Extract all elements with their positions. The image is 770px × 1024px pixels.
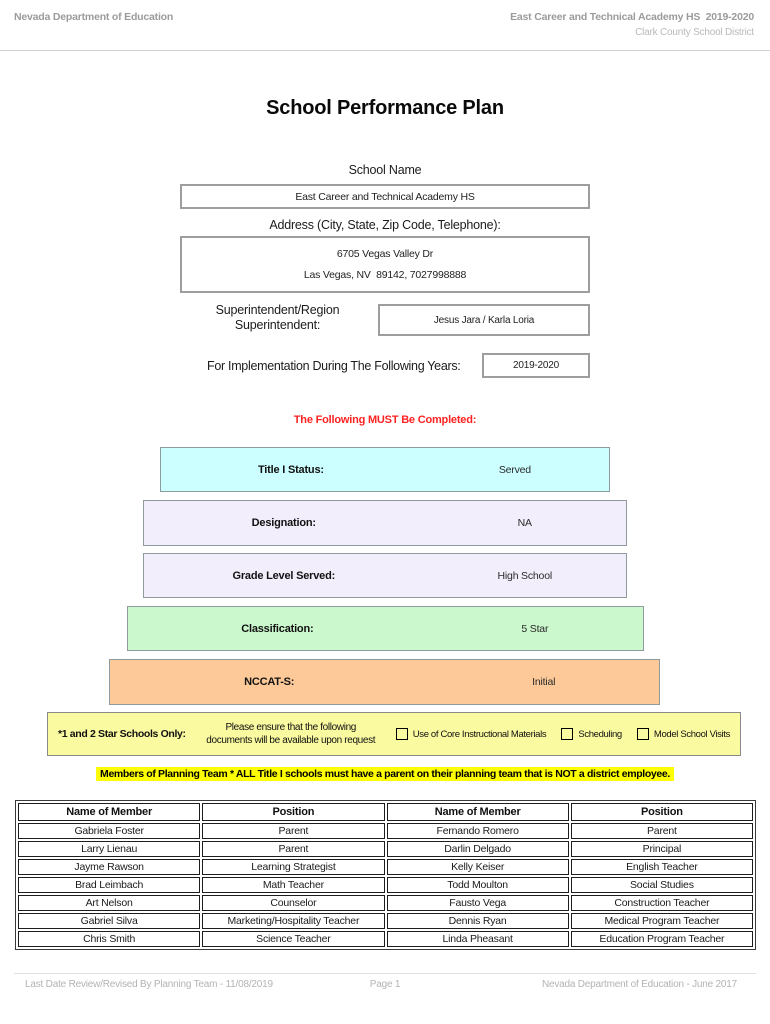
title-i-status-label: Title I Status: bbox=[257, 463, 324, 476]
address-field[interactable]: 6705 Vegas Valley Dr Las Vegas, NV 89142… bbox=[180, 236, 590, 293]
school-name-field[interactable]: East Career and Technical Academy HS bbox=[180, 184, 590, 209]
checkbox-icon[interactable] bbox=[636, 728, 649, 740]
member-name: Linda Pheasant bbox=[386, 931, 569, 947]
model-visits-checkbox-item[interactable]: Model School Visits bbox=[636, 728, 730, 740]
member-position: Parent bbox=[202, 823, 385, 839]
member-name: Jayme Rawson bbox=[18, 859, 201, 875]
classification-label: Classification: bbox=[241, 622, 314, 635]
member-name: Brad Leimbach bbox=[18, 877, 201, 893]
table-row: Chris Smith Science Teacher Linda Pheasa… bbox=[18, 931, 753, 947]
member-position: Education Program Teacher bbox=[570, 931, 753, 947]
member-name: Art Nelson bbox=[18, 895, 201, 911]
col-header-position-1: Position bbox=[202, 803, 385, 821]
nccat-s-value: Initial bbox=[532, 676, 556, 688]
table-row: Gabriel Silva Marketing/Hospitality Teac… bbox=[18, 913, 753, 929]
planning-team-table: Name of Member Position Name of Member P… bbox=[15, 800, 756, 950]
header-left-text: Nevada Department of Education bbox=[14, 11, 174, 23]
member-position: Learning Strategist bbox=[202, 859, 385, 875]
page-title: School Performance Plan bbox=[266, 97, 504, 119]
superintendent-field[interactable]: Jesus Jara / Karla Loria bbox=[378, 304, 590, 336]
member-name: Larry Lienau bbox=[18, 841, 201, 857]
superintendent-label-line1: Superintendent/Region bbox=[215, 303, 340, 317]
header-divider bbox=[0, 50, 770, 51]
member-name: Kelly Keiser bbox=[386, 859, 569, 875]
must-complete-notice: The Following MUST Be Completed: bbox=[293, 414, 477, 426]
member-name: Fausto Vega bbox=[386, 895, 569, 911]
member-name: Darlin Delgado bbox=[386, 841, 569, 857]
star-schools-note: Please ensure that the following documen… bbox=[201, 721, 381, 747]
member-name: Gabriel Silva bbox=[18, 913, 201, 929]
member-name: Gabriela Foster bbox=[18, 823, 201, 839]
model-visits-checkbox-label: Model School Visits bbox=[653, 728, 730, 740]
nccat-s-box: NCCAT-S: Initial bbox=[109, 659, 660, 705]
title-i-status-box: Title I Status: Served bbox=[160, 447, 610, 492]
member-position: Marketing/Hospitality Teacher bbox=[202, 913, 385, 929]
member-position: Science Teacher bbox=[202, 931, 385, 947]
star-schools-label: *1 and 2 Star Schools Only: bbox=[58, 728, 186, 740]
star-schools-note-line2: documents will be available upon request bbox=[206, 735, 376, 746]
address-line2: Las Vegas, NV 89142, 7027998888 bbox=[303, 269, 467, 282]
star-schools-note-line1: Please ensure that the following bbox=[225, 722, 357, 733]
grade-level-box: Grade Level Served: High School bbox=[143, 553, 627, 598]
member-name: Dennis Ryan bbox=[386, 913, 569, 929]
designation-box: Designation: NA bbox=[143, 500, 627, 546]
classification-value: 5 Star bbox=[521, 622, 549, 635]
member-position: Social Studies bbox=[570, 877, 753, 893]
planning-team-note-text: Members of Planning Team * ALL Title I s… bbox=[96, 767, 674, 781]
implementation-years-field[interactable]: 2019-2020 bbox=[482, 353, 590, 378]
classification-box: Classification: 5 Star bbox=[127, 606, 644, 651]
col-header-name-2: Name of Member bbox=[386, 803, 569, 821]
col-header-name-1: Name of Member bbox=[18, 803, 201, 821]
member-name: Chris Smith bbox=[18, 931, 201, 947]
core-materials-checkbox-item[interactable]: Use of Core Instructional Materials bbox=[395, 728, 547, 740]
member-position: Parent bbox=[202, 841, 385, 857]
table-row: Larry Lienau Parent Darlin Delgado Princ… bbox=[18, 841, 753, 857]
table-row: Jayme Rawson Learning Strategist Kelly K… bbox=[18, 859, 753, 875]
member-position: Counselor bbox=[202, 895, 385, 911]
implementation-years-value: 2019-2020 bbox=[512, 360, 560, 371]
planning-team-note: Members of Planning Team * ALL Title I s… bbox=[0, 764, 770, 782]
scheduling-checkbox-label: Scheduling bbox=[578, 728, 622, 740]
scheduling-checkbox-item[interactable]: Scheduling bbox=[561, 728, 622, 740]
member-position: English Teacher bbox=[570, 859, 753, 875]
address-line1: 6705 Vegas Valley Dr bbox=[336, 247, 434, 260]
table-row: Gabriela Foster Parent Fernando Romero P… bbox=[18, 823, 753, 839]
designation-label: Designation: bbox=[251, 517, 316, 529]
address-label: Address (City, State, Zip Code, Telephon… bbox=[269, 218, 501, 232]
superintendent-label: Superintendent/Region Superintendent: bbox=[180, 303, 375, 333]
header-right: East Career and Technical Academy HS 201… bbox=[510, 11, 754, 38]
table-row: Art Nelson Counselor Fausto Vega Constru… bbox=[18, 895, 753, 911]
core-materials-checkbox-label: Use of Core Instructional Materials bbox=[412, 728, 547, 740]
school-name-label: School Name bbox=[348, 163, 422, 177]
table-header-row: Name of Member Position Name of Member P… bbox=[18, 803, 753, 821]
checkbox-icon[interactable] bbox=[561, 728, 574, 740]
footer-divider bbox=[14, 973, 756, 974]
footer-review-date: Last Date Review/Revised By Planning Tea… bbox=[25, 979, 273, 990]
implementation-years-label: For Implementation During The Following … bbox=[207, 359, 461, 373]
footer-source: Nevada Department of Education - June 20… bbox=[541, 979, 737, 990]
member-position: Parent bbox=[570, 823, 753, 839]
header-school-year: East Career and Technical Academy HS 201… bbox=[510, 11, 754, 23]
footer-page-number: Page 1 bbox=[369, 979, 401, 990]
member-position: Principal bbox=[570, 841, 753, 857]
member-name: Fernando Romero bbox=[386, 823, 569, 839]
member-position: Medical Program Teacher bbox=[570, 913, 753, 929]
grade-level-label: Grade Level Served: bbox=[232, 569, 336, 582]
header-district: Clark County School District bbox=[635, 27, 754, 38]
col-header-position-2: Position bbox=[570, 803, 753, 821]
superintendent-value: Jesus Jara / Karla Loria bbox=[433, 314, 535, 326]
nccat-s-label: NCCAT-S: bbox=[244, 676, 295, 688]
table-row: Brad Leimbach Math Teacher Todd Moulton … bbox=[18, 877, 753, 893]
superintendent-label-line2: Superintendent: bbox=[234, 318, 321, 332]
member-position: Math Teacher bbox=[202, 877, 385, 893]
grade-level-value: High School bbox=[497, 569, 553, 582]
star-schools-bar: *1 and 2 Star Schools Only: Please ensur… bbox=[47, 712, 741, 756]
member-name: Todd Moulton bbox=[386, 877, 569, 893]
designation-value: NA bbox=[517, 517, 532, 529]
title-i-status-value: Served bbox=[498, 463, 531, 476]
school-name-value: East Career and Technical Academy HS bbox=[295, 190, 475, 203]
member-position: Construction Teacher bbox=[570, 895, 753, 911]
checkbox-icon[interactable] bbox=[395, 728, 408, 740]
